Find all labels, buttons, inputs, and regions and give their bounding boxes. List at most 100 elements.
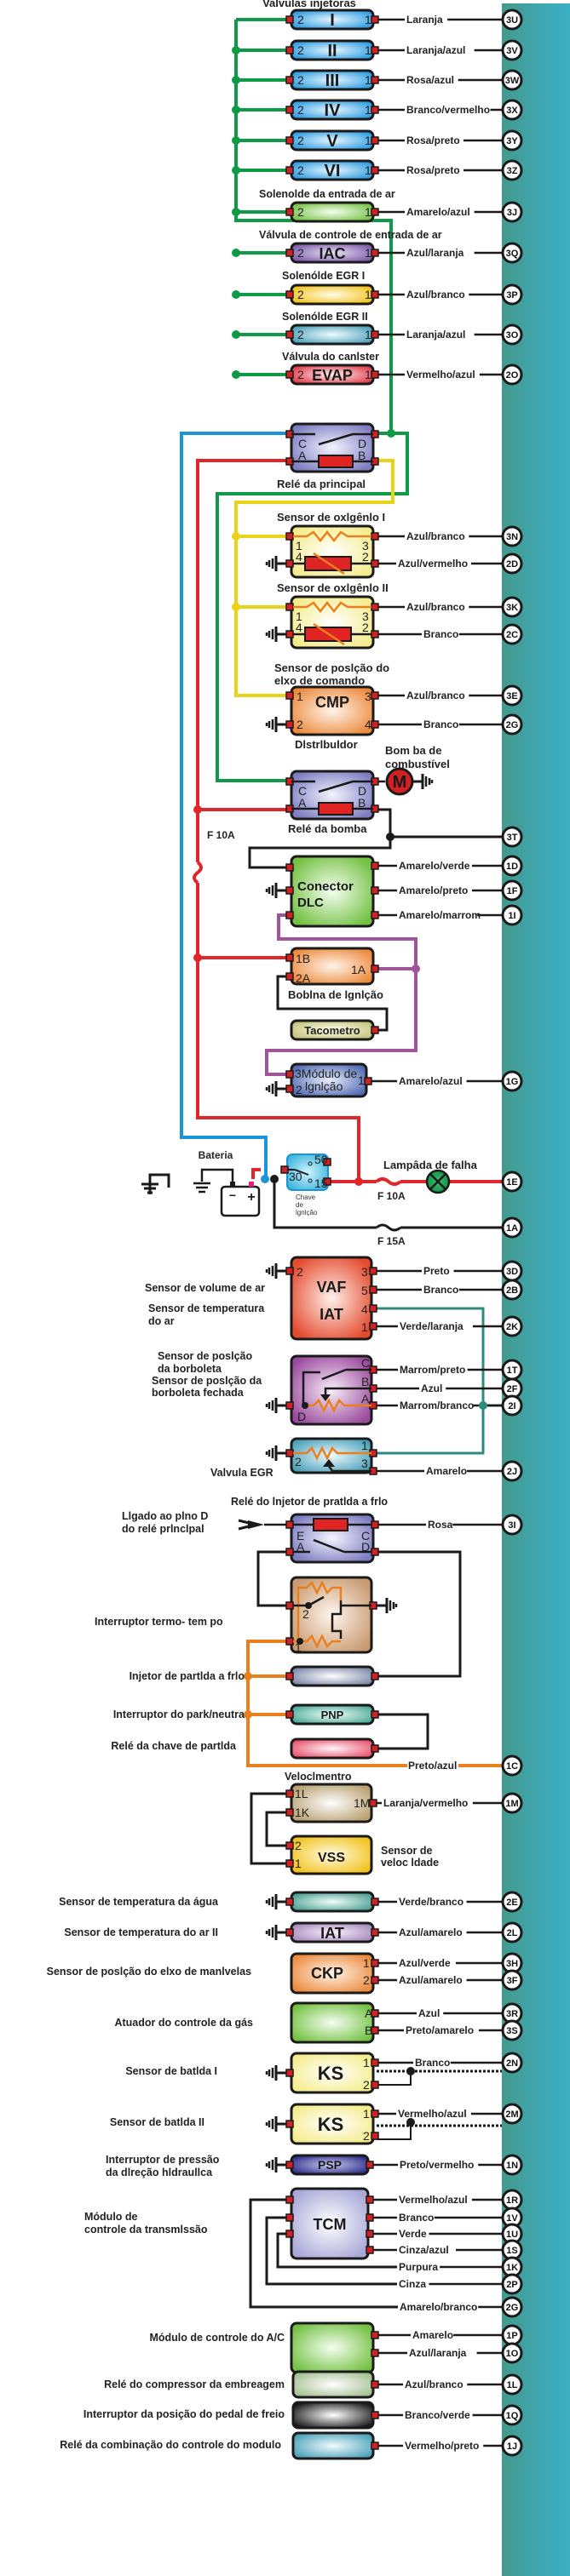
connector-circle-icon [501,2342,523,2364]
wiper-arrow-icon [323,1459,335,1467]
pin-label: 3 [361,1265,368,1279]
pin-terminal [371,2109,379,2118]
main-fuse-label: F 15A [377,1235,406,1247]
ecu-pin-2n: 2N [501,2052,523,2074]
wire-color-label: Laranja/vermelho [383,1797,468,1809]
connector-circle-icon [501,1216,523,1239]
pin-terminal [285,46,294,54]
distributor-label: Dlstrlbuldor [295,738,358,751]
label-bg [398,1363,468,1375]
connector-code: 3R [506,2009,518,2019]
gas-actuator [290,2001,375,2044]
thermo-bimetal [331,1600,343,1639]
junction-dot [406,2067,415,2075]
pin-label: 1 [365,103,371,117]
battery-plus: + [247,1190,255,1205]
wire-color-label: Laranja [406,14,443,26]
pin-terminal [285,559,294,568]
pin-label: A [297,1540,305,1554]
wire-color-label: Azul/laranja [409,2347,467,2359]
connector-circle-icon [501,2435,523,2457]
pin-terminal [285,2195,294,2204]
knock-2-label: Sensor de batlda II [110,2116,204,2128]
ignition-switch-label-1: Chave [296,1194,316,1201]
pin-label: A [298,796,307,810]
relay-switch [313,1538,345,1554]
water-temp-label: Sensor de temperatura da água [59,1896,219,1908]
junction-dot [232,290,240,299]
label-bg [398,1399,473,1411]
switch-blade [294,1169,309,1176]
connector-code: 3V [506,46,518,56]
pin-label: 4 [365,718,371,731]
wire-color-label: Verde/laranja [400,1320,463,1332]
pin-terminal [369,1285,377,1294]
o2-sensor-1-label: Sensor de oxlgênlo I [277,511,385,524]
label-bg [405,73,458,85]
pin-label: A [361,1392,370,1405]
injector-name: VI [325,162,341,180]
ecu-pin-1f: 1F [501,879,523,902]
starter-relay [290,1737,375,1760]
pin-terminal [285,911,294,919]
ecu-pin-2p: 2P [501,2273,523,2295]
ecu-pin-1l: 1L [501,2373,523,2396]
egr-valve [290,1437,373,1474]
ground-icon [265,1398,286,1413]
pin-terminal [371,559,379,568]
ecu-pin-3d: 3D [501,1260,523,1282]
connector-circle-icon [501,2052,523,2074]
ecu-pin-1p: 1P [501,2324,523,2346]
wire-color-label: Branco [423,718,458,730]
pin-terminal [285,863,294,872]
combination-relay-label: Relé da combinação do controle do modulo [60,2439,281,2451]
label-bg [405,288,469,300]
connector-circle-icon [501,879,523,902]
label-bg [405,368,480,380]
pin-terminal [285,886,294,895]
pin-terminal [369,1322,377,1331]
pin-label: 2 [297,288,304,301]
pin-label: 2 [297,205,304,219]
junction-dot [244,1710,252,1719]
wire-color-label: Marrom/preto [400,1364,465,1376]
bottom-item-2 [291,2401,375,2430]
pin-terminal [285,1449,294,1457]
pin-terminal [371,862,379,870]
label-bg [397,2260,440,2272]
connector-circle-icon [501,39,523,61]
ecu-pin-1q: 1Q [501,2404,523,2426]
connector-code: 1M [505,1799,518,1809]
pin-terminal [371,1026,379,1034]
connector-code: 3K [506,603,518,613]
pin-terminal [285,2213,294,2222]
ecu-pin-2l: 2L [501,1921,523,1943]
connector-code: 2D [506,559,518,570]
wire-color-label: Azul/laranja [406,247,464,259]
pin-terminal [323,1158,331,1166]
pin-label: 15 [314,1176,328,1190]
pin-terminal [285,1928,294,1937]
connector-circle-icon [501,2296,523,2318]
pin-terminal [371,106,379,114]
simple-sensor-1 [290,1891,375,1913]
ignition-module-name: 3Módulo de [295,1067,357,1080]
o2-sensor-2-label: Sensor de oxlgênlo II [277,581,389,594]
pin-label: 4 [361,1302,368,1316]
connector-code: 1I [508,911,515,921]
tcm-label-2: controle da transmlssão [84,2224,208,2235]
pin-terminal [371,2380,379,2389]
main-relay-label: Relé da principal [277,478,366,490]
solenoid-label: Solenolde da entrada de ar [259,188,395,200]
label-bg [403,2439,484,2451]
label-bg [397,1895,467,1907]
thermo-resistor-icon [297,1580,343,1641]
cold-start-relay-label: Relé do lnjetor de pratlda a frlo [231,1496,388,1508]
egr-resistor-icon [293,1445,371,1461]
connector-circle-icon [501,242,523,264]
wire-color-label: Rosa/azul [406,74,454,86]
pin-label: 2 [302,1607,309,1621]
pin-terminal [371,603,379,611]
connector-code: 1R [506,2195,518,2206]
